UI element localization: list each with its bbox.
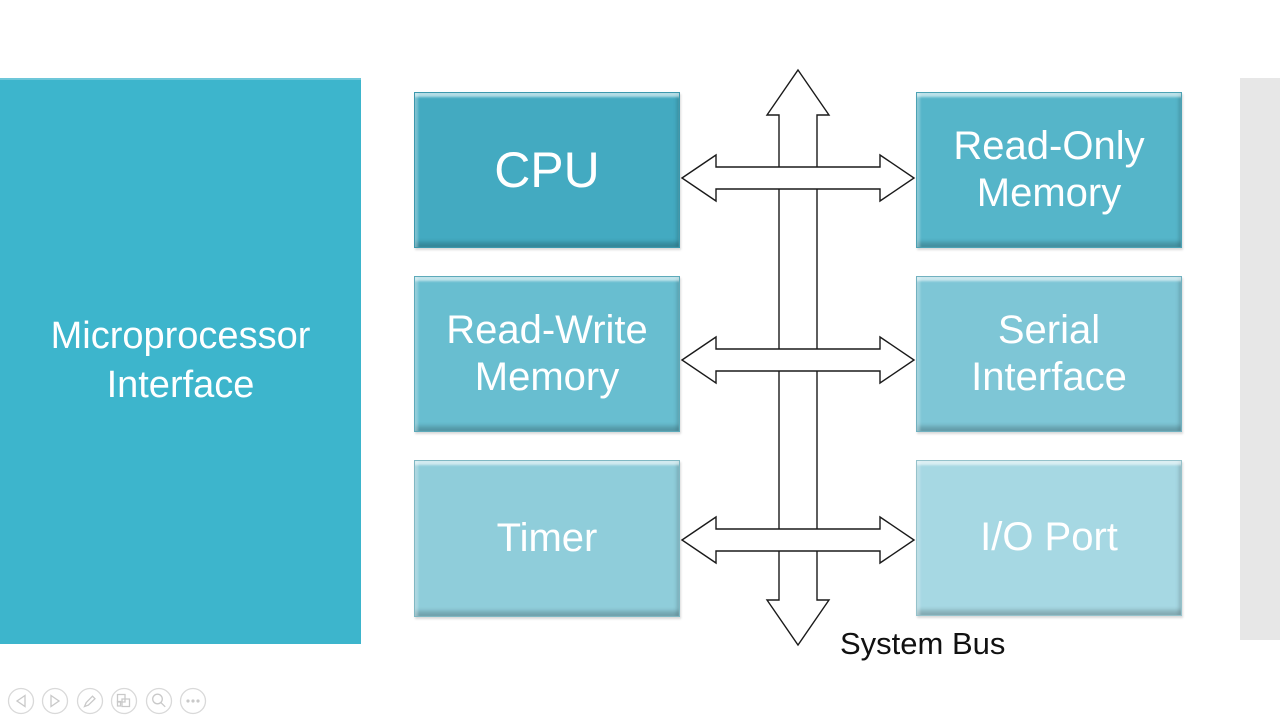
previous-slide-button[interactable] bbox=[9, 689, 34, 714]
block-cpu-label: CPU bbox=[494, 141, 600, 198]
microprocessor-interface-panel: Microprocessor Interface bbox=[0, 78, 361, 644]
chevron-left-icon bbox=[17, 696, 25, 707]
block-serial-interface-label: Serial Interface bbox=[971, 307, 1127, 399]
bus-arrow-rwm-serial bbox=[680, 335, 916, 385]
block-read-write-memory: Read-Write Memory bbox=[414, 276, 680, 432]
next-slide-edge-strip bbox=[1240, 78, 1280, 640]
zoom-slide-button[interactable] bbox=[147, 689, 172, 714]
bus-arrow-timer-ioport bbox=[680, 515, 916, 565]
pen-icon bbox=[85, 696, 96, 706]
block-io-port: I/O Port bbox=[916, 460, 1182, 616]
next-slide-button[interactable] bbox=[43, 689, 68, 714]
block-read-only-memory: Read-Only Memory bbox=[916, 92, 1182, 248]
block-read-write-memory-label: Read-Write Memory bbox=[446, 307, 648, 399]
system-bus-label: System Bus bbox=[840, 626, 1006, 661]
chevron-right-icon bbox=[51, 696, 59, 707]
see-all-slides-button[interactable] bbox=[112, 689, 137, 714]
slideshow-toolbar bbox=[2, 685, 232, 719]
block-timer-label: Timer bbox=[496, 515, 598, 560]
bus-arrow-cpu-rom bbox=[680, 153, 916, 203]
block-io-port-label: I/O Port bbox=[980, 515, 1118, 560]
block-cpu: CPU bbox=[414, 92, 680, 248]
block-read-only-memory-label: Read-Only Memory bbox=[953, 123, 1145, 215]
panel-label: Microprocessor Interface bbox=[50, 314, 311, 406]
block-serial-interface: Serial Interface bbox=[916, 276, 1182, 432]
block-timer: Timer bbox=[414, 460, 680, 617]
magnifier-icon bbox=[153, 694, 166, 707]
system-bus-vertical-arrow bbox=[765, 68, 831, 647]
more-options-button[interactable] bbox=[181, 689, 206, 714]
slides-grid-icon bbox=[118, 695, 130, 707]
ellipsis-icon bbox=[186, 699, 200, 703]
pen-tools-button[interactable] bbox=[78, 689, 103, 714]
